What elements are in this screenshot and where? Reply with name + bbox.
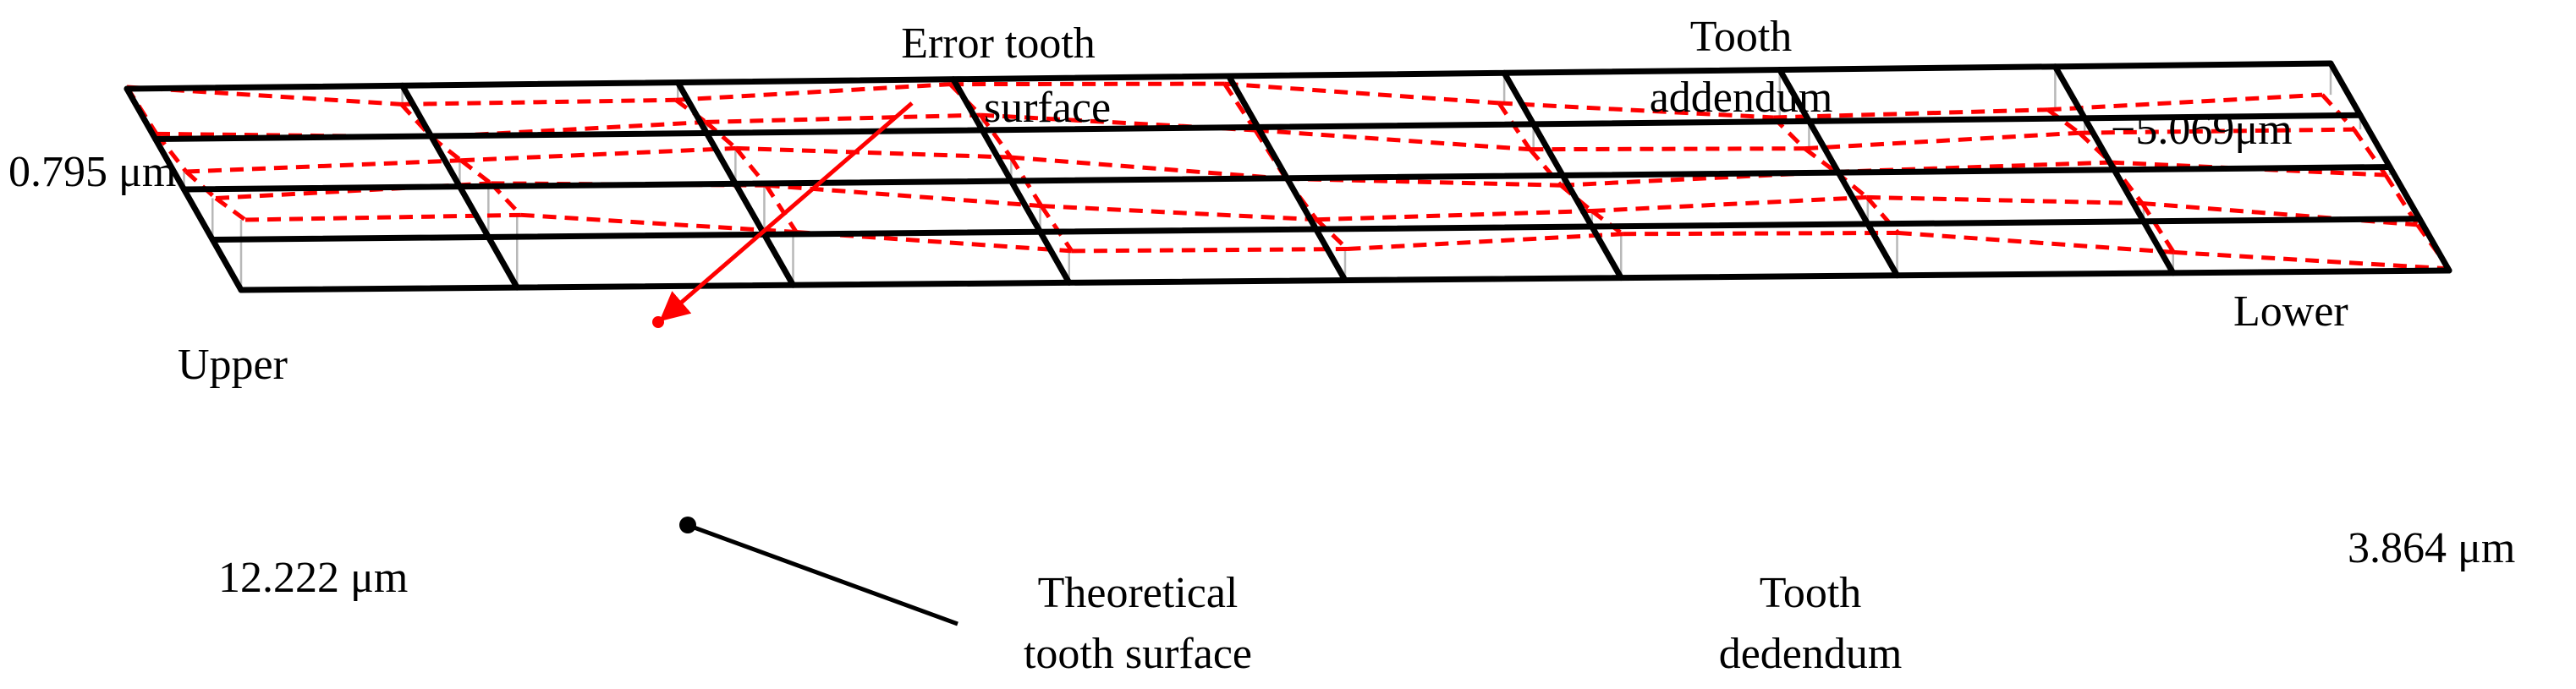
- error-surface-point: [652, 316, 664, 328]
- error-grid-column-segment: [214, 196, 247, 222]
- addendum-label-line2: addendum: [1650, 74, 1833, 122]
- top-right-value: −5.069μm: [2111, 106, 2293, 154]
- theoretical-grid-column-line: [124, 85, 244, 293]
- error-grid-column-segment: [2321, 93, 2356, 131]
- error-grid-row-segment: [1224, 81, 1500, 106]
- error-grid-row-segment: [1010, 155, 1287, 181]
- error-grid-column-segment: [1039, 205, 1074, 253]
- error-grid-row-segment: [2079, 127, 2354, 135]
- error-grid-column-segment: [704, 120, 738, 150]
- error-surface-arrow: [659, 101, 914, 322]
- error-grid-row-segment: [1866, 194, 2143, 206]
- error-grid-column-segment: [1803, 146, 1837, 174]
- theoretical-surface-label-line2: tooth surface: [1024, 630, 1252, 678]
- theoretical-grid-column-line: [674, 79, 796, 288]
- error-grid-column-segment: [764, 183, 799, 233]
- error-grid-column-segment: [1222, 82, 1257, 132]
- theoretical-grid-column-line: [1777, 67, 1900, 279]
- theoretical-grid-column-line: [1226, 73, 1348, 283]
- error-grid-column-segment: [948, 82, 982, 117]
- dedendum-label-line1: Tooth: [1760, 569, 1862, 617]
- error-grid-row-segment: [1316, 209, 1592, 222]
- error-grid-row-segment: [735, 145, 1012, 160]
- theoretical-surface-point: [679, 517, 696, 533]
- bottom-right-value: 3.864 μm: [2348, 524, 2515, 572]
- error-grid-row-segment: [520, 212, 797, 234]
- error-grid-column-segment: [2078, 131, 2112, 164]
- error-grid-column-segment: [1590, 209, 1624, 236]
- error-grid-row-segment: [1898, 230, 2174, 254]
- error-surface-label-line2: surface: [984, 84, 1111, 132]
- error-grid-row-segment: [460, 145, 737, 163]
- error-grid-row-segment: [1347, 232, 1623, 252]
- error-surface-label-line1: Error tooth: [901, 19, 1096, 68]
- error-grid-row-segment: [1530, 146, 1805, 152]
- theoretical-grid-column-line: [2327, 60, 2452, 274]
- error-grid-column-segment: [1559, 183, 1594, 213]
- error-grid-row-segment: [1623, 230, 1898, 237]
- error-grid-row-segment: [2047, 92, 2323, 112]
- error-grid-column-segment: [979, 113, 1013, 159]
- upper-label: Upper: [178, 341, 288, 389]
- error-grid-row-segment: [401, 97, 676, 107]
- dedendum-label-line2: dedendum: [1719, 630, 1903, 678]
- error-grid-row-segment: [950, 81, 1225, 87]
- top-left-value: 0.795 μm: [8, 148, 176, 196]
- error-grid-row-segment: [2173, 249, 2450, 271]
- error-grid-column-segment: [2140, 202, 2176, 254]
- theoretical-surface-leader: [689, 523, 958, 626]
- error-grid-column-segment: [399, 102, 433, 139]
- theoretical-grid-column-line: [2051, 63, 2177, 276]
- error-grid-row-segment: [1804, 130, 2079, 151]
- error-grid-column-segment: [459, 158, 492, 185]
- error-grid-row-segment: [675, 82, 951, 102]
- error-grid-column-segment: [1315, 217, 1349, 251]
- error-grid-row-segment: [1255, 128, 1530, 152]
- theoretical-grid-column-line: [950, 76, 1073, 286]
- lower-label: Lower: [2233, 287, 2348, 336]
- error-grid-row-segment: [1041, 204, 1317, 222]
- error-grid-row-segment: [1591, 194, 1867, 214]
- error-grid-row-segment: [706, 112, 981, 124]
- bottom-left-value: 12.222 μm: [218, 554, 408, 602]
- theoretical-grid-column-line: [1501, 69, 1624, 282]
- error-grid-row-segment: [1071, 247, 1348, 254]
- error-grid-column-segment: [2046, 107, 2081, 135]
- addendum-label-line1: Tooth: [1690, 13, 1793, 61]
- error-grid-row-segment: [185, 158, 462, 174]
- error-grid-column-segment: [184, 170, 217, 200]
- theoretical-grid-column-line: [399, 82, 520, 291]
- error-grid-row-segment: [1773, 107, 2048, 120]
- theoretical-surface-label-line1: Theoretical: [1038, 569, 1239, 617]
- error-grid-row-segment: [1498, 101, 1774, 120]
- error-grid-column-segment: [1865, 195, 1900, 235]
- error-grid-column-segment: [734, 146, 768, 187]
- error-grid-column-segment: [1528, 148, 1563, 187]
- theoretical-tooth-surface-grid: [124, 60, 2452, 293]
